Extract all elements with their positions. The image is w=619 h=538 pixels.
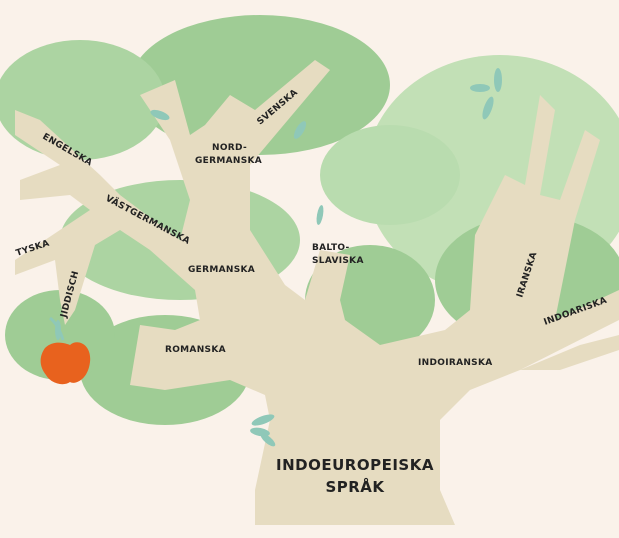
root-label-line2: SPRÅK (325, 477, 385, 496)
label-baltoslaviska-line2: SLAVISKA (312, 256, 364, 266)
label-romanska: ROMANSKA (165, 345, 226, 355)
label-baltoslaviska-line1: BALTO- (312, 243, 350, 253)
label-indoiranska: INDOIRANSKA (418, 358, 493, 368)
leaf-icon (494, 68, 502, 92)
canopy-blob (320, 125, 460, 225)
root-label-line1: INDOEUROPEISKA (276, 456, 434, 474)
leaf-icon (470, 84, 490, 92)
label-nordgermanska-line1: NORD- (212, 143, 247, 153)
leaf-icon (315, 205, 324, 226)
label-nordgermanska-line2: GERMANSKA (195, 156, 262, 166)
canopy-blob (0, 40, 165, 160)
label-germanska: GERMANSKA (188, 265, 255, 275)
